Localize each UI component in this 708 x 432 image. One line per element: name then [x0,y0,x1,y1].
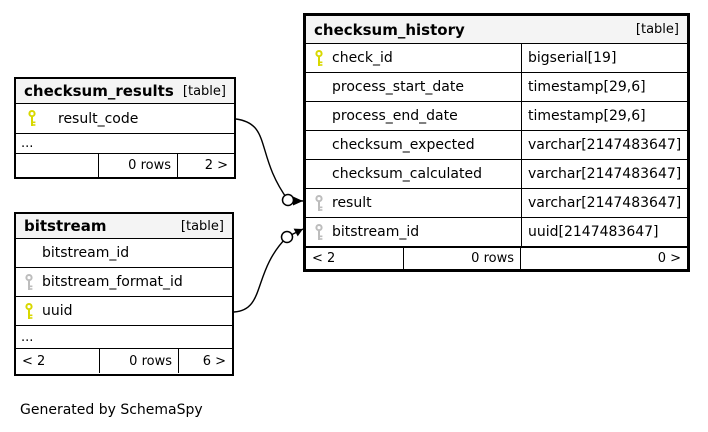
column-type: uuid[2147483647] [521,218,687,246]
column-name: result [332,195,372,211]
column-name: uuid [42,303,73,319]
column-name: result_code [58,110,139,127]
parent-count: < 2 [312,251,336,266]
table-footer: 0 rows 2 > [16,154,234,177]
column-type: timestamp[29,6] [521,73,687,101]
row-count: 0 rows [403,248,521,269]
column-name: bitstream_id [332,224,420,240]
table-type-badge: [table] [180,218,224,234]
row-count: 0 rows [98,154,178,177]
foreign-key-icon [315,194,323,211]
column-row-checksum-calculated[interactable]: checksum_calculated varchar[2147483647] [306,160,687,189]
table-title[interactable]: checksum_history [314,20,465,39]
foreign-key-icon [315,223,323,240]
truncated-columns-row: ... [16,134,234,154]
relation-result-code-to-result [235,118,304,207]
column-row-bitstream-format-id[interactable]: bitstream_format_id [16,268,232,297]
parent-count [16,154,98,177]
column-type: varchar[2147483647] [521,160,687,188]
column-row-bitstream-id[interactable]: bitstream_id [16,239,232,268]
table-node-checksum-results[interactable]: checksum_results [table] result_code ...… [14,77,236,179]
table-header[interactable]: bitstream [table] [16,214,232,239]
generator-caption: Generated by SchemaSpy [20,402,203,418]
primary-key-icon [28,110,36,126]
column-name: check_id [332,50,393,66]
column-row-process-end-date[interactable]: process_end_date timestamp[29,6] [306,102,687,131]
table-title[interactable]: checksum_results [24,82,174,100]
column-name: process_start_date [332,79,464,95]
child-count: 0 > [657,251,681,266]
table-header[interactable]: checksum_results [table] [16,79,234,104]
column-name: bitstream_id [42,245,130,261]
column-name: bitstream_format_id [42,274,183,290]
column-row-result-code[interactable]: result_code [16,104,234,134]
column-name: checksum_calculated [332,166,482,182]
column-name: process_end_date [332,108,458,124]
table-footer: < 2 0 rows 6 > [16,349,232,373]
table-title[interactable]: bitstream [24,217,107,235]
primary-key-icon [315,49,323,66]
column-row-bitstream-id[interactable]: bitstream_id uuid[2147483647] [306,218,687,247]
column-row-check-id[interactable]: check_id bigserial[19] [306,44,687,73]
column-type: bigserial[19] [521,44,687,72]
table-type-badge: [table] [635,22,679,37]
table-node-bitstream[interactable]: bitstream [table] bitstream_id bitstream… [14,212,234,376]
parent-count: < 2 [22,353,46,369]
foreign-key-icon [25,273,33,290]
table-footer: < 2 0 rows 0 > [306,247,687,269]
column-row-process-start-date[interactable]: process_start_date timestamp[29,6] [306,73,687,102]
column-row-result[interactable]: result varchar[2147483647] [306,189,687,218]
table-type-badge: [table] [182,83,226,99]
table-node-checksum-history[interactable]: checksum_history [table] check_id bigser… [303,13,690,272]
truncated-columns-row: ... [16,326,232,349]
child-count: 2 > [204,158,228,173]
column-name: checksum_expected [332,137,475,153]
column-row-uuid[interactable]: uuid [16,297,232,326]
primary-key-icon [25,302,33,319]
column-row-checksum-expected[interactable]: checksum_expected varchar[2147483647] [306,131,687,160]
child-count: 6 > [202,353,226,369]
column-type: varchar[2147483647] [521,131,687,159]
relation-uuid-to-bitstream-id [233,228,304,313]
table-header[interactable]: checksum_history [table] [306,16,687,44]
row-count: 0 rows [99,349,179,373]
column-type: varchar[2147483647] [521,189,687,217]
column-type: timestamp[29,6] [521,102,687,130]
